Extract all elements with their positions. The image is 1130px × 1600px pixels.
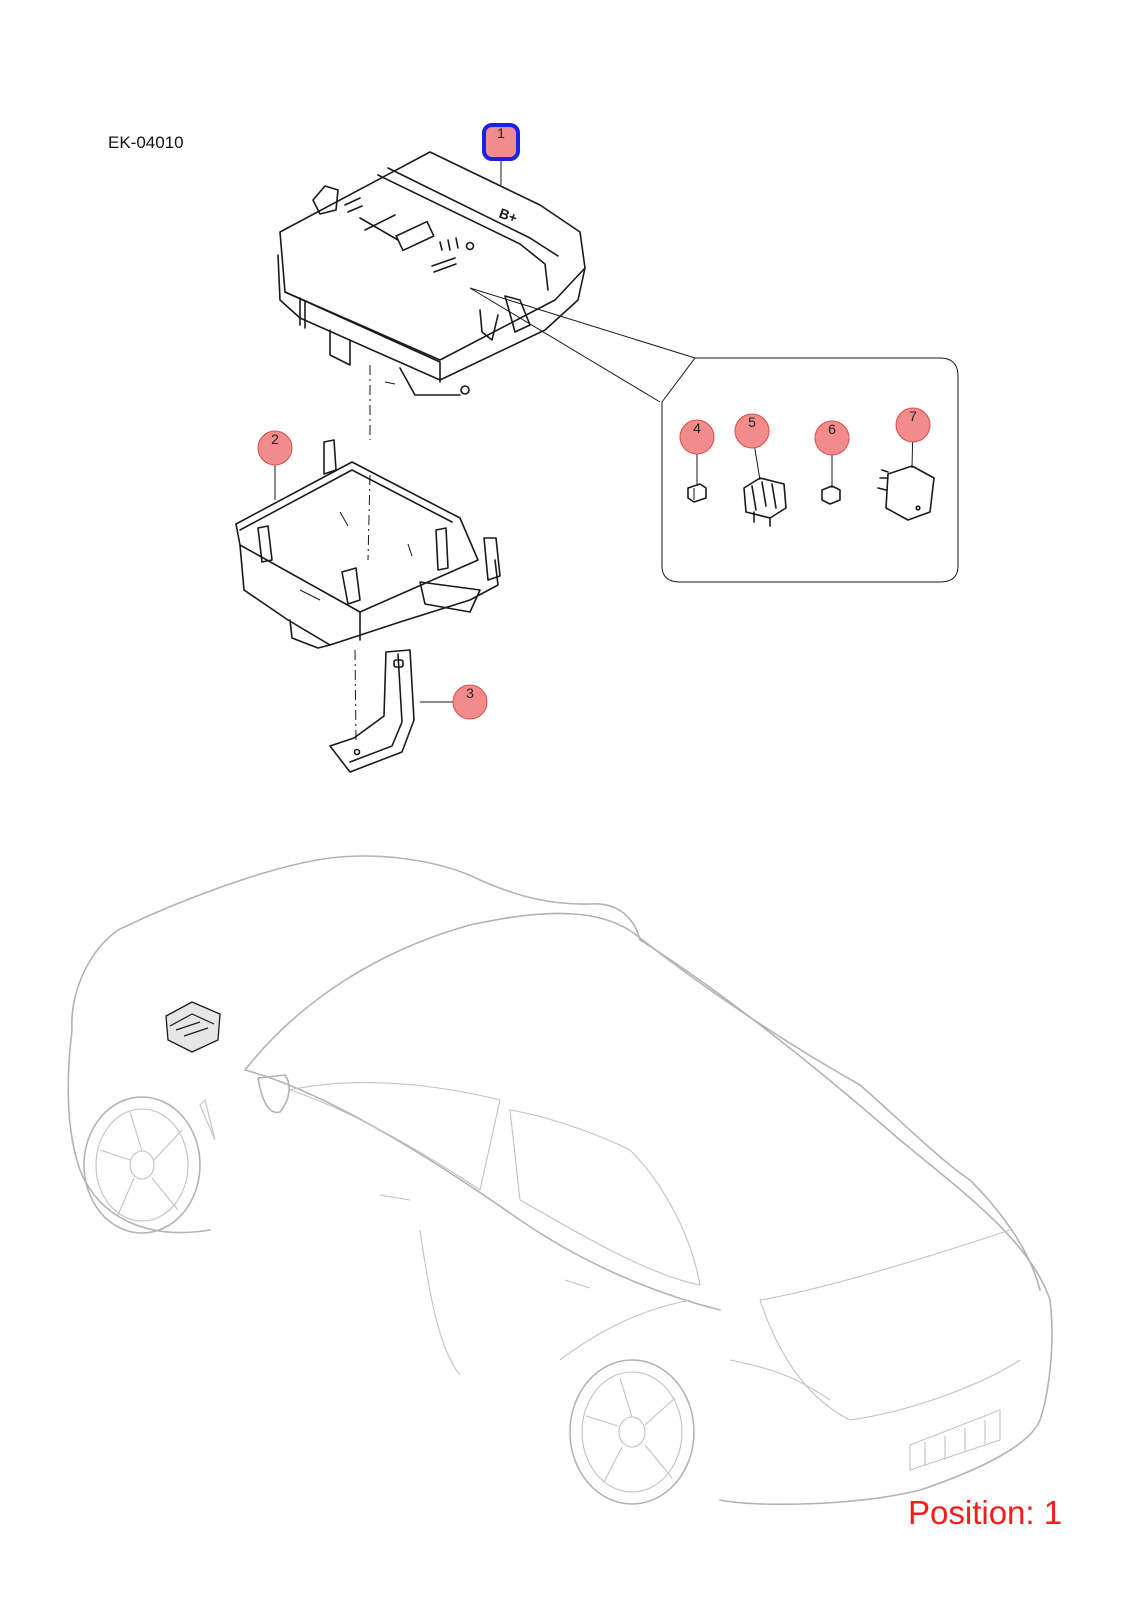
callout-number: 1 xyxy=(497,125,505,141)
fuse-box-cover[interactable]: B+ xyxy=(277,151,586,396)
detail-panel xyxy=(661,357,959,583)
front-wheel xyxy=(83,1096,201,1234)
callout-bubble xyxy=(814,420,850,456)
mounting-bracket[interactable] xyxy=(329,649,415,773)
callout-bubble xyxy=(452,684,488,720)
callout-number: 4 xyxy=(693,420,701,436)
drawing-code: EK-04010 xyxy=(108,133,184,152)
callout-1[interactable]: 1 xyxy=(482,123,520,185)
callout-5[interactable]: 5 xyxy=(734,413,770,481)
callout-number: 3 xyxy=(466,685,474,701)
callout-2[interactable]: 2 xyxy=(257,430,293,500)
mini-relay[interactable] xyxy=(743,477,787,527)
callout-bubble xyxy=(734,413,770,449)
callout-7[interactable]: 7 xyxy=(895,407,931,469)
callout-number: 7 xyxy=(909,408,917,424)
callout-bubble xyxy=(895,407,931,443)
vehicle-outline xyxy=(67,855,1053,1506)
callout-selected-marker xyxy=(482,123,520,161)
position-label: Position: 1 xyxy=(908,1494,1063,1531)
callout-6[interactable]: 6 xyxy=(814,420,850,488)
callout-4[interactable]: 4 xyxy=(679,419,715,486)
mini-fuse[interactable] xyxy=(687,483,707,503)
callout-number: 2 xyxy=(271,431,279,447)
power-relay[interactable] xyxy=(877,465,935,521)
cover-marking: B+ xyxy=(497,205,520,226)
cover-symbols xyxy=(344,197,475,273)
callout-number: 5 xyxy=(748,414,756,430)
callout-bubble xyxy=(679,419,715,455)
rear-wheel xyxy=(569,1359,695,1505)
callout-3[interactable]: 3 xyxy=(420,684,488,720)
callout-layer: 1 2 3 4 5 6 7 xyxy=(257,123,931,720)
callout-number: 6 xyxy=(828,421,836,437)
fuse-box-location-marker xyxy=(165,1001,221,1053)
micro-fuse[interactable] xyxy=(821,485,841,505)
callout-bubble xyxy=(257,430,293,466)
fuse-box-housing[interactable] xyxy=(235,439,501,649)
